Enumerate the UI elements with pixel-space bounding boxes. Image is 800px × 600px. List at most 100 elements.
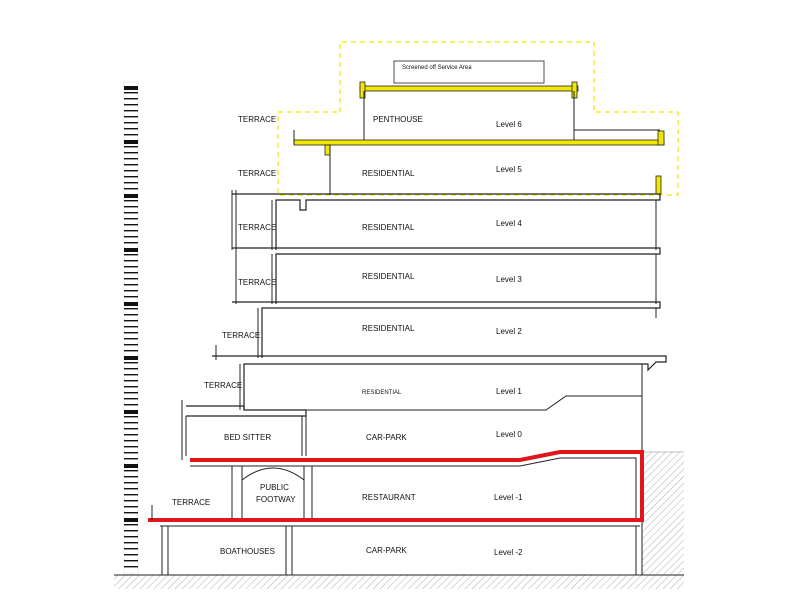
residential-4-label: RESIDENTIAL <box>362 223 415 232</box>
bed-sitter-label: BED SITTER <box>224 433 271 442</box>
level-2-label: Level 2 <box>496 327 522 336</box>
scale-tick <box>124 530 138 532</box>
scale-tick <box>124 248 138 252</box>
carpark-0-label: CAR-PARK <box>366 433 407 442</box>
terrace-2-label: TERRACE <box>222 331 260 340</box>
level-3: RESIDENTIAL Level 3 TERRACE <box>232 244 661 304</box>
scale-tick <box>124 134 138 136</box>
level-3-label: Level 3 <box>496 275 522 284</box>
terrace-3-label: TERRACE <box>238 278 276 287</box>
scale-tick <box>124 380 138 382</box>
level-6-label: Level 6 <box>496 120 522 129</box>
level-5-label: Level 5 <box>496 165 522 174</box>
scale-tick <box>124 524 138 526</box>
scale-tick <box>124 416 138 418</box>
level-minus-2-label: Level -2 <box>494 548 523 557</box>
scale-tick <box>124 452 138 454</box>
level-minus-1-label: Level -1 <box>494 493 523 502</box>
scale-tick <box>124 332 138 334</box>
scale-tick <box>124 356 138 360</box>
residential-5-label: RESIDENTIAL <box>362 169 415 178</box>
level-2: RESIDENTIAL Level 2 TERRACE <box>215 301 661 360</box>
scale-tick <box>124 200 138 202</box>
scale-tick <box>124 410 138 414</box>
boathouses-label: BOATHOUSES <box>220 547 275 556</box>
scale-tick <box>124 542 138 544</box>
level-4: RESIDENTIAL Level 4 TERRACE <box>232 193 661 250</box>
scale-tick <box>124 302 138 306</box>
level-0-label: Level 0 <box>496 430 522 439</box>
scale-tick <box>124 482 138 484</box>
scale-tick <box>124 386 138 388</box>
scale-tick <box>124 434 138 436</box>
scale-tick <box>124 518 138 522</box>
scale-tick <box>124 98 138 100</box>
scale-tick <box>124 212 138 214</box>
terrace-6-label: TERRACE <box>238 115 276 124</box>
level-6: PENTHOUSE Level 6 TERRACE <box>238 81 660 140</box>
terrace-4-label: TERRACE <box>238 223 276 232</box>
scale-tick <box>124 470 138 472</box>
ground-hatch <box>114 451 684 589</box>
scale-tick <box>124 260 138 262</box>
scale-tick <box>124 128 138 130</box>
level-4-label: Level 4 <box>496 219 522 228</box>
footway-label: FOOTWAY <box>256 495 296 504</box>
scale-tick <box>124 494 138 496</box>
scale-tick <box>124 176 138 178</box>
scale-tick <box>124 404 138 406</box>
service-area-outline: Screened off Service Area <box>277 41 679 196</box>
scale-tick <box>124 224 138 226</box>
scale-tick <box>124 350 138 352</box>
scale-tick <box>124 446 138 448</box>
scale-tick <box>124 194 138 198</box>
scale-tick <box>124 536 138 538</box>
scale-tick <box>124 140 138 144</box>
scale-tick <box>124 308 138 310</box>
scale-tick <box>124 254 138 256</box>
scale-tick <box>124 86 138 90</box>
scale-tick <box>124 422 138 424</box>
scale-tick <box>124 206 138 208</box>
scale-tick <box>124 92 138 94</box>
scale-tick <box>124 458 138 460</box>
level-1-label: Level 1 <box>496 387 522 396</box>
scale-tick <box>124 164 138 166</box>
scale-tick <box>124 560 138 562</box>
level-5: RESIDENTIAL Level 5 TERRACE <box>238 130 665 195</box>
level-scale-bar <box>123 81 139 575</box>
scale-tick <box>124 554 138 556</box>
scale-tick <box>124 290 138 292</box>
scale-tick <box>124 506 138 508</box>
scale-tick <box>124 392 138 394</box>
scale-tick <box>124 296 138 298</box>
scale-tick <box>124 236 138 238</box>
level-minus-2: BOATHOUSES CAR-PARK Level -2 <box>148 505 643 575</box>
scale-tick <box>124 218 138 220</box>
scale-tick <box>124 566 138 568</box>
carpark-minus-2-label: CAR-PARK <box>366 546 407 555</box>
level-0: BED SITTER CAR-PARK Level 0 <box>181 400 643 460</box>
restaurant-label: RESTAURANT <box>362 493 416 502</box>
scale-tick <box>124 182 138 184</box>
penthouse-label: PENTHOUSE <box>373 115 423 124</box>
service-area-label: Screened off Service Area <box>402 65 472 71</box>
scale-tick <box>124 320 138 322</box>
scale-tick <box>124 230 138 232</box>
scale-tick <box>124 488 138 490</box>
terrace-railings <box>231 190 237 250</box>
scale-tick <box>124 314 138 316</box>
scale-tick <box>124 272 138 274</box>
scale-tick <box>124 362 138 364</box>
scale-tick <box>124 278 138 280</box>
scale-tick <box>124 152 138 154</box>
level-1: RESIDENTIAL Level 1 TERRACE <box>204 355 667 411</box>
residential-2-label: RESIDENTIAL <box>362 324 415 333</box>
scale-tick <box>124 284 138 286</box>
scale-tick <box>124 398 138 400</box>
scale-tick <box>124 158 138 160</box>
terrace-1-label: TERRACE <box>204 381 242 390</box>
scale-tick <box>124 266 138 268</box>
terrace-minus-1-label: TERRACE <box>172 498 210 507</box>
